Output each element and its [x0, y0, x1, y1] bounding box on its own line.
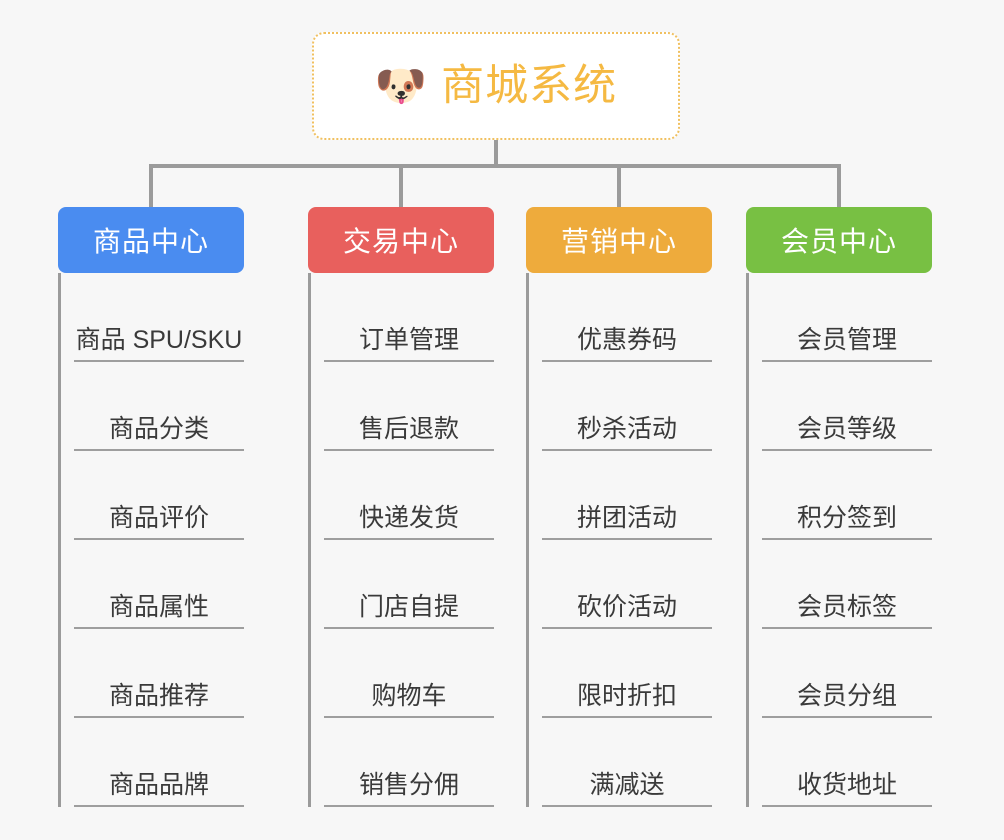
item-label: 门店自提 — [358, 592, 459, 621]
category-label: 会员中心 — [780, 226, 897, 257]
item-label: 商品 SPU/SKU — [75, 325, 243, 354]
item-label: 商品推荐 — [108, 681, 209, 710]
list-item[interactable]: 销售分佣 — [324, 718, 494, 807]
list-item[interactable]: 会员等级 — [762, 362, 932, 451]
list-item[interactable]: 限时折扣 — [542, 629, 712, 718]
list-item[interactable]: 满减送 — [542, 718, 712, 807]
item-label: 秒杀活动 — [576, 414, 677, 443]
branch-column-marketing-center: 营销中心 优惠券码 秒杀活动 拼团活动 砍价活动 限时折扣 满减送 — [526, 207, 712, 807]
branch-column-product-center: 商品中心 商品 SPU/SKU 商品分类 商品评价 商品属性 商品推荐 商品品牌 — [58, 207, 244, 807]
item-label: 商品品牌 — [108, 770, 209, 799]
connector-drop-product-center — [149, 164, 153, 208]
list-item[interactable]: 秒杀活动 — [542, 362, 712, 451]
item-label: 商品评价 — [108, 503, 209, 532]
category-header-member-center[interactable]: 会员中心 — [746, 207, 932, 273]
list-item[interactable]: 商品分类 — [74, 362, 244, 451]
category-label: 营销中心 — [560, 226, 677, 257]
list-item[interactable]: 商品评价 — [74, 451, 244, 540]
item-label: 限时折扣 — [576, 681, 677, 710]
list-item[interactable]: 购物车 — [324, 629, 494, 718]
root-node[interactable]: 🐶 商城系统 — [312, 32, 680, 140]
dog-face-icon: 🐶 — [374, 62, 428, 109]
item-label: 收货地址 — [796, 770, 897, 799]
connector-horizontal-bus — [149, 164, 841, 168]
root-title: 商城系统 — [441, 61, 618, 110]
item-label: 快递发货 — [358, 503, 459, 532]
item-list-marketing-center: 优惠券码 秒杀活动 拼团活动 砍价活动 限时折扣 满减送 — [526, 273, 712, 807]
list-item[interactable]: 积分签到 — [762, 451, 932, 540]
item-label: 会员管理 — [796, 325, 897, 354]
item-label: 积分签到 — [796, 503, 897, 532]
category-header-product-center[interactable]: 商品中心 — [58, 207, 244, 273]
item-label: 售后退款 — [358, 414, 459, 443]
item-label: 商品属性 — [108, 592, 209, 621]
branch-column-trade-center: 交易中心 订单管理 售后退款 快递发货 门店自提 购物车 销售分佣 — [308, 207, 494, 807]
item-label: 拼团活动 — [576, 503, 677, 532]
list-item[interactable]: 售后退款 — [324, 362, 494, 451]
list-item[interactable]: 会员管理 — [762, 273, 932, 362]
list-item[interactable]: 门店自提 — [324, 540, 494, 629]
connector-drop-member-center — [837, 164, 841, 208]
category-label: 交易中心 — [342, 226, 459, 257]
connector-drop-trade-center — [399, 164, 403, 208]
list-item[interactable]: 订单管理 — [324, 273, 494, 362]
connector-drop-marketing-center — [617, 164, 621, 208]
branch-column-member-center: 会员中心 会员管理 会员等级 积分签到 会员标签 会员分组 收货地址 — [746, 207, 932, 807]
list-item[interactable]: 会员分组 — [762, 629, 932, 718]
list-item[interactable]: 商品品牌 — [74, 718, 244, 807]
item-label: 销售分佣 — [358, 770, 459, 799]
item-label: 购物车 — [371, 681, 447, 710]
item-label: 砍价活动 — [576, 592, 677, 621]
item-list-product-center: 商品 SPU/SKU 商品分类 商品评价 商品属性 商品推荐 商品品牌 — [58, 273, 244, 807]
list-item[interactable]: 商品推荐 — [74, 629, 244, 718]
item-label: 满减送 — [589, 770, 665, 799]
item-label: 会员分组 — [796, 681, 897, 710]
list-item[interactable]: 拼团活动 — [542, 451, 712, 540]
item-list-trade-center: 订单管理 售后退款 快递发货 门店自提 购物车 销售分佣 — [308, 273, 494, 807]
list-item[interactable]: 砍价活动 — [542, 540, 712, 629]
item-label: 优惠券码 — [576, 325, 677, 354]
category-header-trade-center[interactable]: 交易中心 — [308, 207, 494, 273]
list-item[interactable]: 商品属性 — [74, 540, 244, 629]
item-list-member-center: 会员管理 会员等级 积分签到 会员标签 会员分组 收货地址 — [746, 273, 932, 807]
item-label: 会员标签 — [796, 592, 897, 621]
list-item[interactable]: 商品 SPU/SKU — [74, 273, 244, 362]
connector-root-stem — [494, 140, 498, 168]
item-label: 订单管理 — [358, 325, 459, 354]
category-header-marketing-center[interactable]: 营销中心 — [526, 207, 712, 273]
list-item[interactable]: 优惠券码 — [542, 273, 712, 362]
list-item[interactable]: 快递发货 — [324, 451, 494, 540]
item-label: 商品分类 — [108, 414, 209, 443]
list-item[interactable]: 收货地址 — [762, 718, 932, 807]
category-label: 商品中心 — [92, 226, 209, 257]
list-item[interactable]: 会员标签 — [762, 540, 932, 629]
item-label: 会员等级 — [796, 414, 897, 443]
